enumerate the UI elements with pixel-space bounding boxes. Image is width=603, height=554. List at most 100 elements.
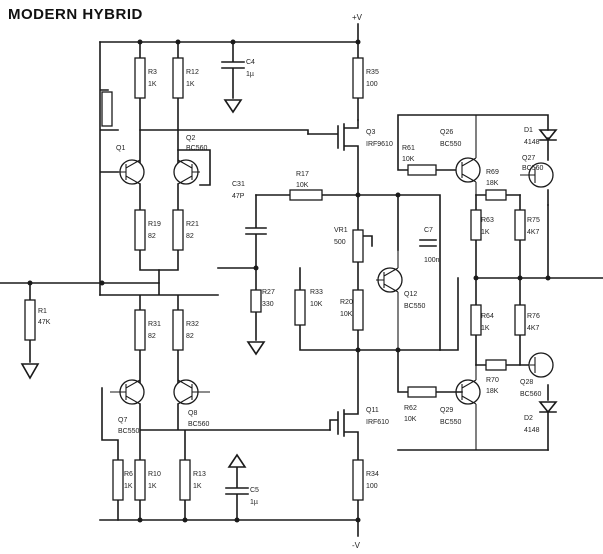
r12-ref: R12 [186, 69, 199, 76]
protection-circuit: R61 10K Q26 BC550 R69 18K D1 4148 Q27 BC… [397, 114, 603, 451]
input-section: R1 47K [0, 282, 103, 380]
vr1-ref: VR1 [334, 227, 348, 234]
q1-ref: Q1 [116, 145, 125, 152]
resistor-r75 [514, 209, 526, 241]
lower-diff-stage: R31 82 R32 82 Q7 BC550 Q8 BC560 R6 1K R1… [99, 282, 331, 521]
q27-ref: Q27 [522, 155, 535, 162]
upper-diff-stage: R3 1K R12 1K C4 1µ Q1 Q2 BC560 R19 82 R2… [99, 41, 309, 296]
r35-val: 100 [366, 81, 378, 88]
q26-ref: Q26 [440, 129, 453, 136]
r61-val: 10K [402, 156, 415, 163]
resistor-r32 [172, 309, 184, 351]
r17-val: 10K [296, 182, 309, 189]
q3-ref: Q3 [366, 129, 375, 136]
resistor-r61 [407, 164, 437, 176]
resistor-r19 [134, 209, 146, 251]
r69-val: 18K [486, 180, 499, 187]
c4-ref: C4 [246, 59, 255, 66]
r21-val: 82 [186, 233, 194, 240]
r32-val: 82 [186, 333, 194, 340]
r12-val: 1K [186, 81, 195, 88]
resistor-r70 [485, 359, 507, 371]
resistor-r69 [485, 189, 507, 201]
diagram-title: MODERN HYBRID [8, 6, 143, 23]
r3-ref: R3 [148, 69, 157, 76]
r76-ref: R76 [527, 313, 540, 320]
r61-ref: R61 [402, 145, 415, 152]
r6-val: 1K [124, 483, 133, 490]
c7-ref: C7 [424, 227, 433, 234]
r34-val: 100 [366, 483, 378, 490]
r32-ref: R32 [186, 321, 199, 328]
output-stage: R35 100 Q3 IRF9610 VR1 500 R20 10K Q12 B… [307, 41, 441, 521]
resistor-r6 [112, 459, 124, 501]
r62-val: 10K [404, 416, 417, 423]
q28-ref: Q28 [520, 379, 533, 386]
c4-val: 1µ [246, 71, 254, 78]
q8-val: BC560 [188, 421, 210, 428]
r27-val: 330 [262, 301, 274, 308]
q3-val: IRF9610 [366, 141, 393, 148]
resistor-r64 [470, 304, 482, 336]
q2-val: BC560 [186, 145, 208, 152]
c5-ref: C5 [250, 487, 259, 494]
r3-val: 1K [148, 81, 157, 88]
c31-ref: C31 [232, 181, 245, 188]
r76-val: 4K7 [527, 325, 540, 332]
q27-val: BC560 [522, 165, 544, 172]
resistor-r34 [352, 459, 364, 501]
q7-val: BC550 [118, 428, 140, 435]
resistor-r20 [352, 289, 364, 331]
q29-val: BC550 [440, 419, 462, 426]
r19-ref: R19 [148, 221, 161, 228]
r27-ref: R27 [262, 289, 275, 296]
feedback-network: R27 330 C31 47P R17 10K R33 10K [217, 171, 441, 356]
r1-val: 47K [38, 319, 51, 326]
r19-val: 82 [148, 233, 156, 240]
resistor-r76 [514, 304, 526, 336]
transistor-q26 [455, 157, 481, 183]
resistor-r63 [470, 209, 482, 241]
c31-val: 47P [232, 193, 245, 200]
r13-ref: R13 [193, 471, 206, 478]
q29-ref: Q29 [440, 407, 453, 414]
resistor-r10 [134, 459, 146, 501]
q8-ref: Q8 [188, 410, 197, 417]
q11-ref: Q11 [366, 407, 379, 414]
r75-ref: R75 [527, 217, 540, 224]
r64-ref: R64 [481, 313, 494, 320]
r33-ref: R33 [310, 289, 323, 296]
q26-val: BC550 [440, 141, 462, 148]
d2-val: 4148 [524, 427, 540, 434]
resistor-bias [101, 91, 113, 127]
rail-negative-label: -V [352, 541, 361, 550]
resistor-r27 [250, 289, 262, 313]
r31-ref: R31 [148, 321, 161, 328]
r34-ref: R34 [366, 471, 379, 478]
vr1-val: 500 [334, 239, 346, 246]
r20-ref: R20 [340, 299, 353, 306]
resistor-r62 [407, 386, 437, 398]
r10-ref: R10 [148, 471, 161, 478]
r70-val: 18K [486, 388, 499, 395]
r10-val: 1K [148, 483, 157, 490]
resistor-r33 [294, 289, 306, 326]
r1-ref: R1 [38, 308, 47, 315]
r17-ref: R17 [296, 171, 309, 178]
r62-ref: R62 [404, 405, 417, 412]
r75-val: 4K7 [527, 229, 540, 236]
rail-positive-label: +V [352, 13, 363, 22]
r63-val: 1K [481, 229, 490, 236]
r31-val: 82 [148, 333, 156, 340]
q28-val: BC560 [520, 391, 542, 398]
supply-rails: +V -V [99, 13, 363, 550]
r6-ref: R6 [124, 471, 133, 478]
q12-ref: Q12 [404, 291, 417, 298]
q12-val: BC550 [404, 303, 426, 310]
resistor-r3 [134, 57, 146, 99]
r64-val: 1K [481, 325, 490, 332]
r13-val: 1K [193, 483, 202, 490]
c7-val: 100n [424, 257, 440, 264]
d1-val: 4148 [524, 139, 540, 146]
